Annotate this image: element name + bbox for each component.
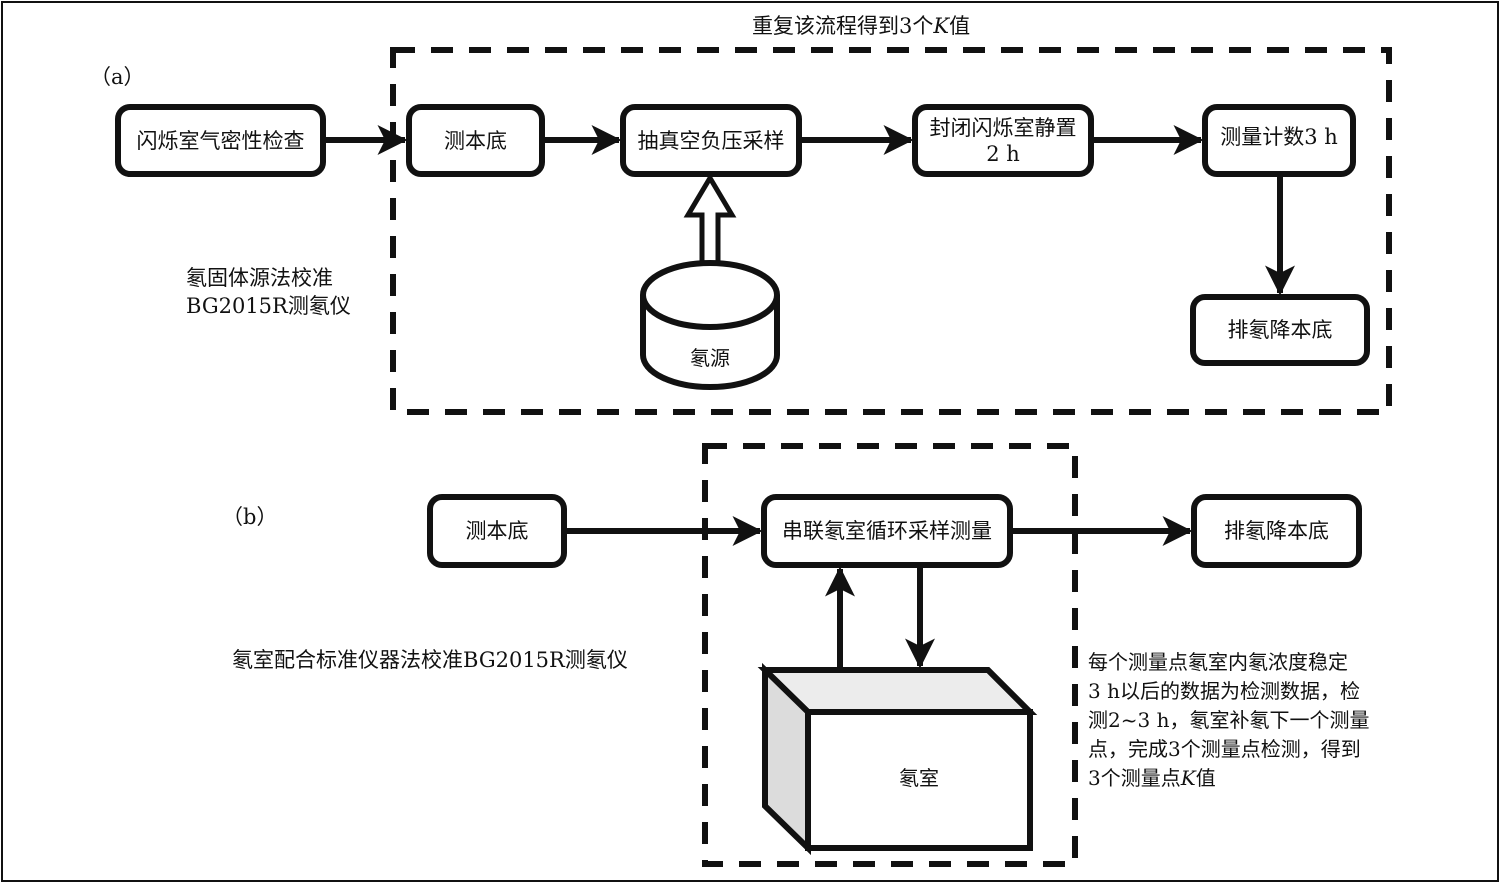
panel-b-label: （b） — [222, 505, 278, 529]
loop-caption-a: 重复该流程得到3个K值 — [752, 13, 970, 40]
note-line-last: 3个测量点K值 — [1088, 764, 1369, 793]
label-radon-chamber: 氡室 — [899, 766, 939, 790]
box-exhaust-background-a — [1190, 294, 1370, 366]
label-exhaust-background-b: 排氡降本底 — [1224, 519, 1329, 543]
method-a-line1: 氡固体源法校准 — [186, 266, 333, 290]
loop-caption-suffix: 值 — [949, 14, 971, 38]
panel-a-label: （a） — [90, 65, 145, 89]
note-line: 每个测量点氡室内氡浓度稳定 — [1088, 650, 1348, 674]
radon-chamber-box — [757, 662, 1038, 856]
hollow-arrow-source-to-vacuum — [683, 173, 737, 262]
k-symbol: K — [1180, 766, 1196, 790]
note-block: 每个测量点氡室内氡浓度稳定 3 h以后的数据为检测数据，检 测2~3 h，氡室补… — [1088, 648, 1369, 793]
radon-source-cylinder — [640, 260, 780, 390]
loop-region-a — [390, 47, 1392, 415]
note-line: 3 h以后的数据为检测数据，检 — [1088, 679, 1360, 703]
label-measure-background-a: 测本底 — [444, 128, 507, 153]
method-a-line2: BG2015R测氡仪 — [186, 294, 351, 318]
loop-caption-prefix: 重复该流程得到3个 — [752, 14, 934, 38]
note-last-prefix: 3个测量点 — [1088, 766, 1181, 790]
label-seal-rest: 封闭闪烁室静置 2 h — [915, 107, 1091, 174]
label-vacuum-sampling: 抽真空负压采样 — [637, 128, 785, 153]
loop-region-b — [702, 443, 1078, 867]
label-airtight-check: 闪烁室气密性检查 — [136, 128, 305, 153]
note-last-suffix: 值 — [1195, 766, 1216, 790]
label-seal-rest-line2: 2 h — [986, 141, 1020, 166]
label-measure-background-b: 测本底 — [465, 519, 529, 543]
note-line: 点，完成3个测量点检测，得到 — [1088, 737, 1361, 761]
label-series-loop-sampling: 串联氡室循环采样测量 — [782, 519, 992, 543]
label-radon-source: 氡源 — [690, 346, 730, 370]
k-symbol: K — [933, 14, 950, 38]
label-exhaust-background-a: 排氡降本底 — [1227, 318, 1333, 342]
label-seal-rest-line1: 封闭闪烁室静置 — [929, 115, 1077, 140]
note-line: 测2~3 h，氡室补氡下一个测量 — [1088, 708, 1370, 732]
box-exhaust-background-b — [1191, 494, 1362, 568]
label-count-3h: 测量计数3 h — [1220, 125, 1338, 149]
method-b-label: 氡室配合标准仪器法校准BG2015R测氡仪 — [232, 648, 628, 672]
